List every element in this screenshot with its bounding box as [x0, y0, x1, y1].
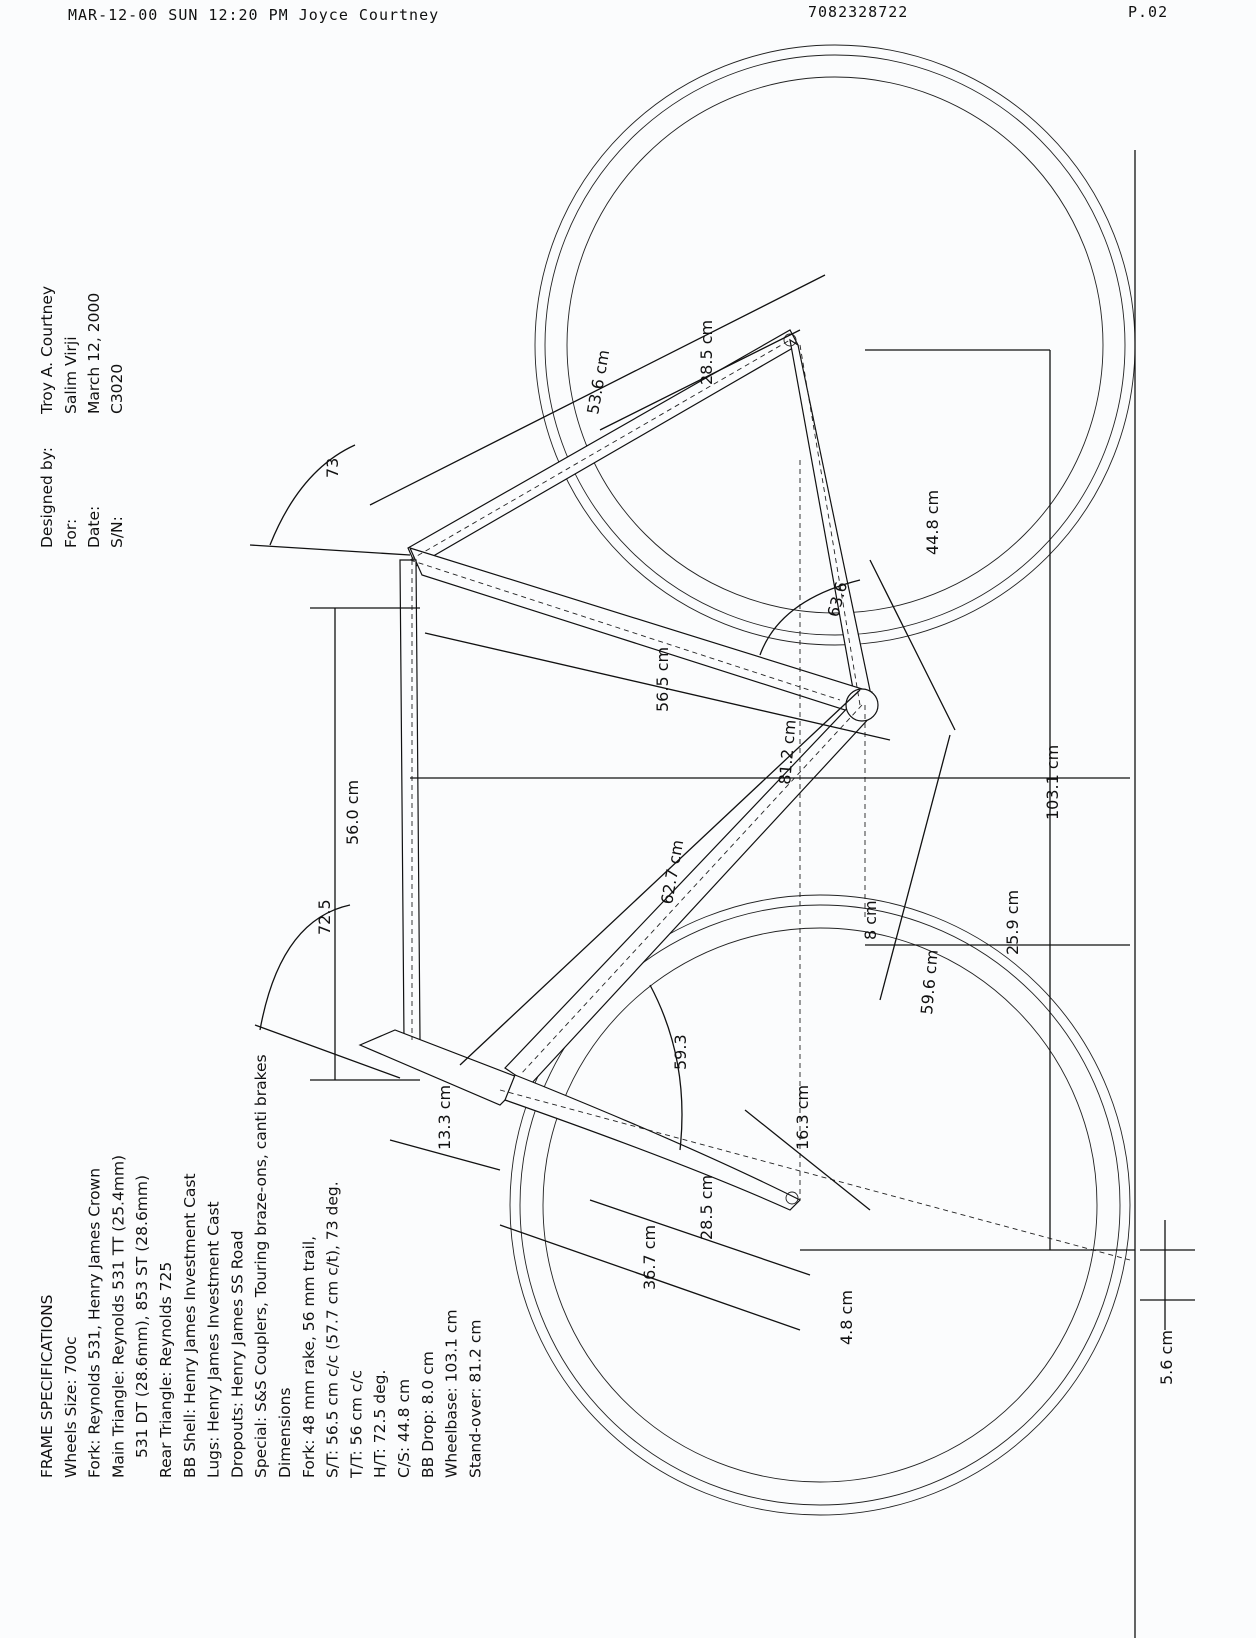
title-block: Designed by: For: Date: S/N: Troy A. Cou… [38, 286, 126, 548]
spec-line: S/T: 56.5 cm c/c (57.7 cm c/t), 73 deg. [324, 1181, 342, 1478]
dim-head-angle: 72.5 [315, 899, 334, 935]
dim-bb-drop: 8 cm [861, 900, 880, 940]
chainstay [789, 338, 873, 701]
label-sn: S/N: [108, 516, 126, 548]
dim-top-tube: 56.0 cm [343, 780, 362, 845]
fax-sender-line: MAR-12-00 SUN 12:20 PM Joyce Courtney [68, 6, 439, 24]
value-serial: C3020 [108, 364, 126, 414]
value-designer: Troy A. Courtney [38, 286, 56, 415]
spec-line: Rear Triangle: Reynolds 725 [157, 1262, 175, 1478]
label-for: For: [62, 519, 80, 548]
fax-phone: 7082328722 [808, 3, 908, 21]
spec-line: Dimensions [276, 1388, 294, 1478]
dim-rear-center-upper: 28.5 cm [697, 320, 716, 385]
spec-line: 531 DT (28.6mm), 853 ST (28.6mm) [133, 1175, 151, 1458]
spec-line: T/T: 56 cm c/c [347, 1370, 365, 1479]
label-date: Date: [85, 506, 103, 548]
spec-line: Stand-over: 81.2 cm [466, 1320, 484, 1478]
label-designed-by: Designed by: [38, 447, 56, 548]
dim-chainstay: 44.8 cm [923, 490, 942, 555]
spec-line: Special: S&S Couplers, Touring braze-ons… [252, 1054, 270, 1478]
dimension-labels: 73 53.6 cm 28.5 cm 44.8 cm 63.6 56.5 cm … [315, 320, 1176, 1385]
spec-line: Dropouts: Henry James SS Road [228, 1230, 246, 1478]
dim-fork-angle: 59.3 [671, 1034, 690, 1070]
spec-line: Main Triangle: Reynolds 531 TT (25.4mm) [109, 1155, 127, 1478]
top-tube [399, 559, 421, 1041]
rear-dropout [783, 333, 797, 347]
dim-front-center: 59.6 cm [917, 949, 942, 1016]
front-dropout [785, 1191, 799, 1205]
dim-fork-length-outer: 36.7 cm [640, 1225, 659, 1290]
spec-line: Wheelbase: 103.1 cm [443, 1309, 461, 1478]
dim-trail: 5.6 cm [1157, 1330, 1176, 1385]
fax-page-number: P.02 [1128, 3, 1168, 21]
value-date: March 12, 2000 [85, 293, 103, 414]
spec-line: Lugs: Henry James Investment Cast [205, 1201, 223, 1478]
dim-seat-tube: 56.5 cm [653, 647, 672, 712]
dim-seat-stay: 53.6 cm [583, 348, 613, 415]
dim-fork-blade: 16.3 cm [793, 1085, 812, 1150]
dim-seat-angle: 73 [323, 458, 342, 478]
spec-line: C/S: 44.8 cm [395, 1379, 413, 1478]
spec-line: Wheels Size: 700c [62, 1336, 80, 1478]
frame-specifications: FRAME SPECIFICATIONS Wheels Size: 700c For… [38, 1054, 484, 1479]
spec-line: BB Drop: 8.0 cm [419, 1351, 437, 1478]
dimension-lines [249, 150, 1195, 1638]
dim-fork-length-inner: 28.5 cm [697, 1175, 716, 1240]
dim-wheelbase: 103.1 cm [1043, 745, 1062, 820]
spec-line: Fork: 48 mm rake, 56 mm trail, [300, 1236, 318, 1478]
dim-head-tube: 13.3 cm [435, 1085, 454, 1150]
spec-heading: FRAME SPECIFICATIONS [38, 1294, 56, 1478]
dim-bb-to-front: 25.9 cm [1003, 890, 1022, 955]
dim-rake: 4.8 cm [837, 1290, 856, 1345]
spec-line: Fork: Reynolds 531, Henry James Crown [86, 1168, 104, 1478]
front-wheel [509, 894, 1131, 1516]
frame [358, 329, 1131, 1261]
spec-line: BB Shell: Henry James Investment Cast [181, 1173, 199, 1478]
value-client: Salim Virji [62, 336, 80, 414]
fork [504, 1074, 802, 1211]
spec-line: H/T: 72.5 deg. [371, 1370, 389, 1478]
